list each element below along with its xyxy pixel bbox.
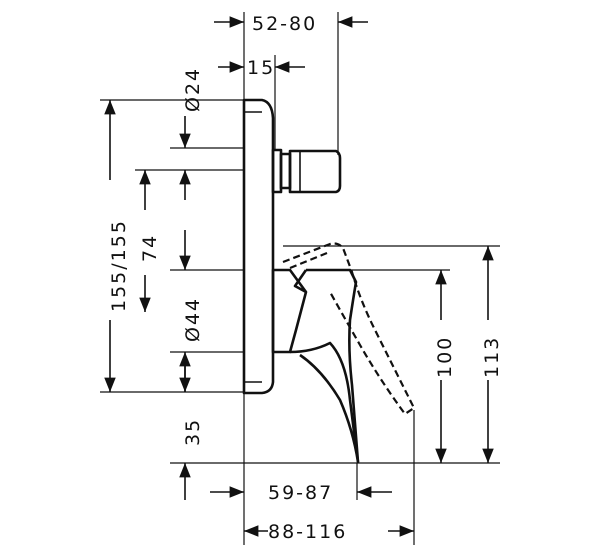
lever-handle	[271, 268, 360, 464]
lever-open-position	[282, 242, 416, 416]
dim-15: 15	[218, 57, 305, 79]
dim-74: 74	[139, 170, 161, 312]
dim-113: 113	[481, 245, 503, 463]
label-diameter-24: Ø24	[182, 67, 204, 112]
dim-88-116: 88-116	[243, 521, 414, 543]
label-100: 100	[434, 336, 456, 378]
label-52-80: 52-80	[252, 13, 317, 35]
dim-155-155: 155/155	[104, 100, 130, 392]
label-35: 35	[182, 418, 204, 446]
dim-100: 100	[434, 270, 456, 463]
dim-35: 35	[179, 362, 204, 500]
label-155-155: 155/155	[108, 219, 130, 312]
label-59-87: 59-87	[268, 482, 333, 504]
dim-52-80: 52-80	[214, 13, 368, 35]
label-15: 15	[247, 57, 275, 79]
dim-diameter-24: Ø24	[179, 67, 204, 200]
wall-plate	[242, 98, 275, 395]
diverter-knob	[271, 148, 342, 194]
label-88-116: 88-116	[268, 521, 347, 543]
label-113: 113	[481, 336, 503, 378]
label-diameter-44: Ø44	[182, 297, 204, 342]
label-74: 74	[139, 234, 161, 262]
dim-59-87: 59-87	[210, 482, 392, 504]
